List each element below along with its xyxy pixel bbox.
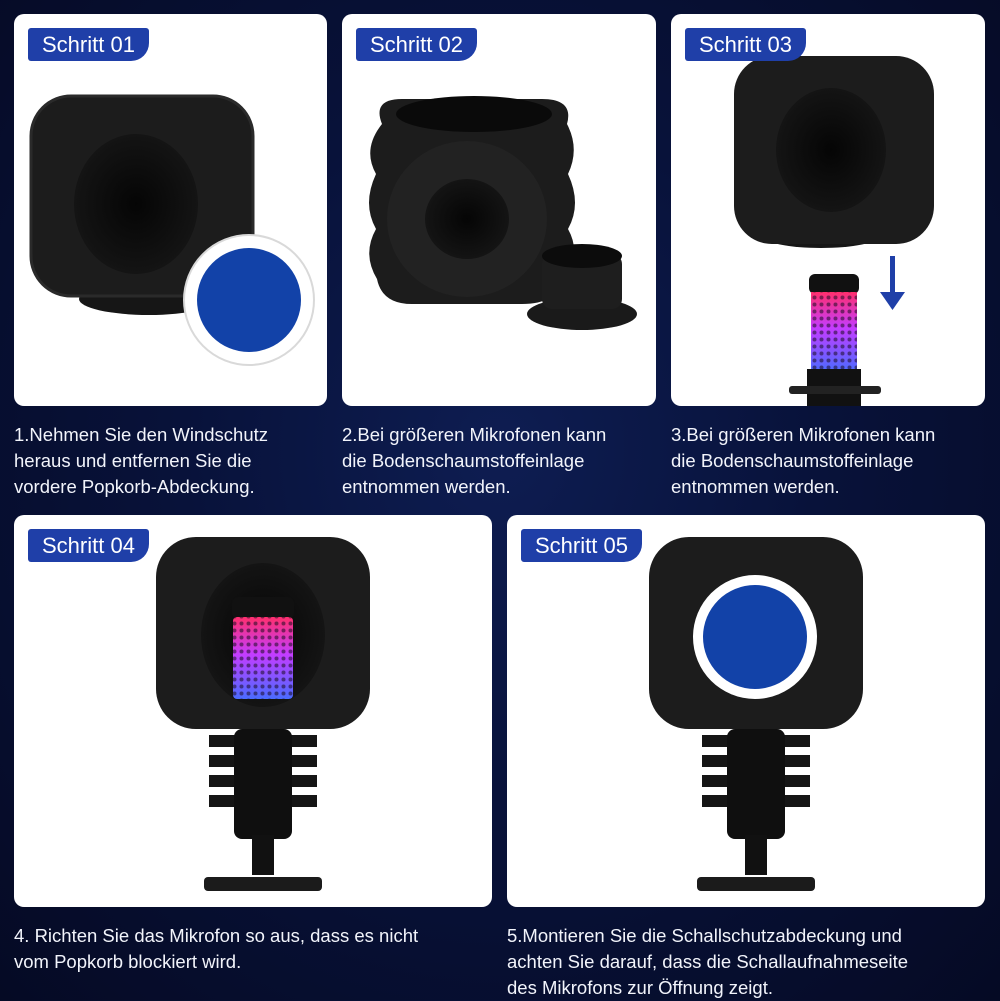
step-3-card: Schritt 03 xyxy=(671,14,985,406)
step-4-card: Schritt 04 xyxy=(14,515,492,907)
step-5-caption: 5.Montieren Sie die Schallschutzabdeckun… xyxy=(507,925,909,998)
windscreen-with-cover-illustration xyxy=(29,94,315,366)
step-badge: Schritt 02 xyxy=(356,28,477,61)
step-4-caption: 4. Richten Sie das Mikrofon so aus, dass… xyxy=(14,925,419,972)
step-5-card: Schritt 05 xyxy=(507,515,985,907)
microphone-in-windscreen-illustration xyxy=(156,537,370,891)
step-badge: Schritt 03 xyxy=(685,28,806,61)
step-badge: Schritt 05 xyxy=(521,529,642,562)
step-2-caption: 2.Bei größeren Mikrofonen kann die Boden… xyxy=(342,424,607,497)
step-badge: Schritt 04 xyxy=(28,529,149,562)
step-1-caption: 1.Nehmen Sie den Windschutz heraus und e… xyxy=(14,424,268,497)
mounted-cover-illustration xyxy=(649,537,863,891)
step-1-card: Schritt 01 xyxy=(14,14,327,406)
windscreen-over-microphone-illustration xyxy=(734,56,934,406)
arrow-down-icon xyxy=(880,256,905,310)
foam-parts-illustration xyxy=(369,96,637,330)
step-2-card: Schritt 02 xyxy=(342,14,656,406)
step-badge: Schritt 01 xyxy=(28,28,149,61)
step-3-caption: 3.Bei größeren Mikrofonen kann die Boden… xyxy=(671,424,936,497)
